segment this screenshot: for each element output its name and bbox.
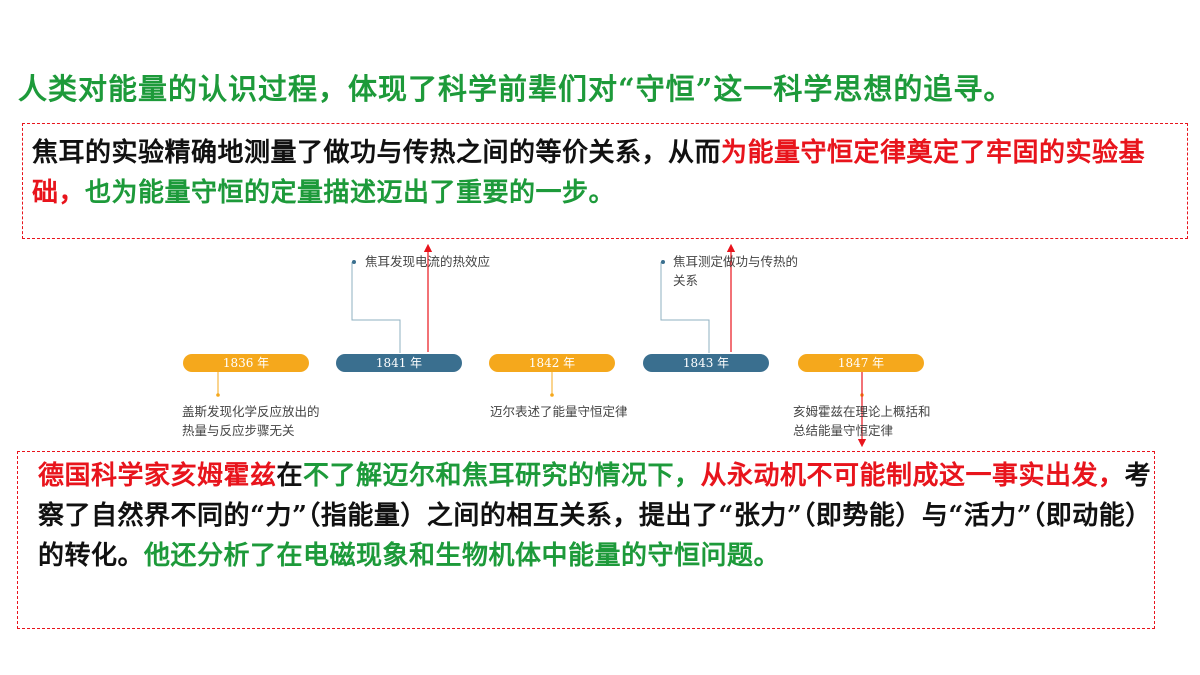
helmholtz-seg1: 德国科学家亥姆霍兹 (38, 461, 277, 491)
timeline-year-1841: 1841 年 (336, 354, 462, 372)
timeline-text-1841: 焦耳发现电流的热效应 (365, 254, 491, 269)
helmholtz-seg5: 考察了自然界不同的“力”（指能量）之间的相互关系，提出了“张力”（即势能）与“活… (38, 461, 1152, 571)
bullet-1843 (661, 260, 665, 264)
timeline-year-1842: 1842 年 (489, 354, 615, 372)
timeline-year-1843: 1843 年 (643, 354, 769, 372)
joule-summary-box (22, 123, 1188, 239)
dot-1836 (216, 393, 220, 397)
joule-summary-seg1: 焦耳的实验精确地测量了做功与传热之间的等价关系，从而 (32, 138, 722, 168)
helmholtz-seg4: 从永动机不可能制成这一事实出发， (700, 461, 1125, 491)
timeline-text-1836: 盖斯发现化学反应放出的热量与反应步骤无关 (182, 404, 320, 438)
helmholtz-seg2: 在 (276, 461, 304, 491)
joule-summary-seg2: 为能量守恒定律奠定了牢固的实验基础， (32, 138, 1146, 208)
bracket-1841 (351, 262, 401, 353)
helmholtz-summary-text: 德国科学家亥姆霍兹在不了解迈尔和焦耳研究的情况下，从永动机不可能制成这一事实出发… (38, 456, 1153, 576)
helmholtz-seg3: 不了解迈尔和焦耳研究的情况下， (303, 461, 701, 491)
bullet-1841 (352, 260, 356, 264)
joule-summary-seg3: 也为能量守恒的定量描述迈出了重要的一步。 (85, 178, 616, 208)
joule-summary-text: 焦耳的实验精确地测量了做功与传热之间的等价关系，从而为能量守恒定律奠定了牢固的实… (32, 133, 1182, 213)
bracket-1843 (660, 262, 710, 353)
timeline-text-1843: 焦耳测定做功与传热的关系 (673, 254, 799, 288)
dot-1842 (550, 393, 554, 397)
helmholtz-summary-box (17, 451, 1155, 629)
headline: 人类对能量的认识过程，体现了科学前辈们对“守恒”这一科学思想的追寻。 (18, 72, 1014, 106)
timeline-text-1847: 亥姆霍兹在理论上概括和总结能量守恒定律 (793, 404, 931, 438)
timeline-year-1847: 1847 年 (798, 354, 924, 372)
helmholtz-seg6: 他还分析了在电磁现象和生物机体中能量的守恒问题。 (144, 541, 781, 571)
timeline-year-1836: 1836 年 (183, 354, 309, 372)
timeline-text-1842: 迈尔表述了能量守恒定律 (490, 404, 628, 419)
